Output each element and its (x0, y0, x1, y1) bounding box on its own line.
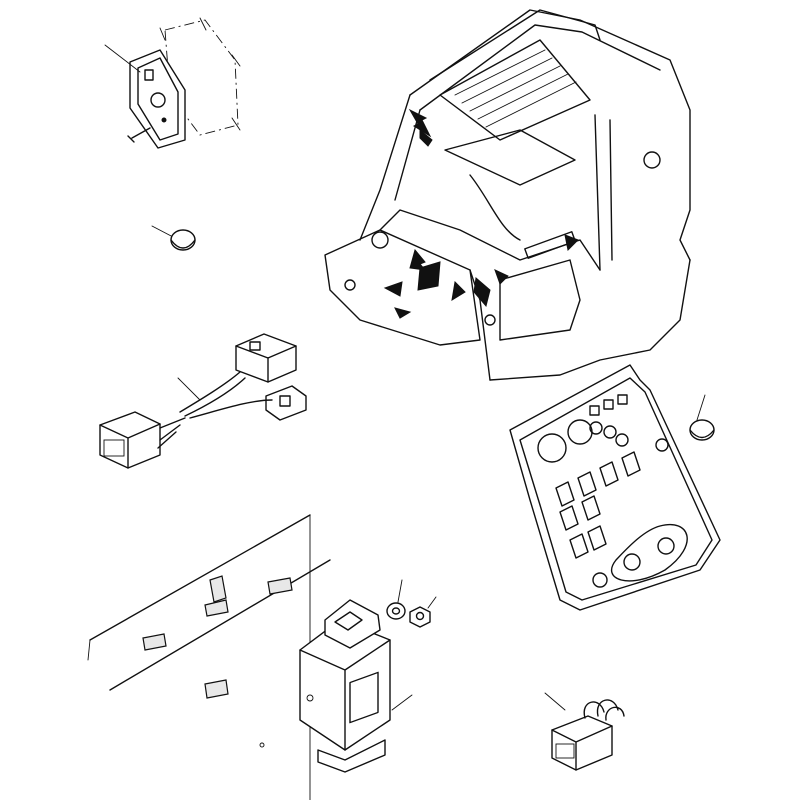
control-unit-part (299, 599, 413, 773)
stud (142, 575, 293, 699)
switch-panel-part (509, 364, 721, 611)
leader-line (104, 44, 141, 73)
panel-cap-part (689, 394, 715, 441)
round-plug-part (151, 225, 196, 251)
mounting-plate (87, 514, 331, 800)
wiring-harness-part (99, 333, 307, 469)
relay-connector-part (544, 692, 625, 771)
switch-bracket-assembly (104, 17, 241, 149)
cab-frame-part (324, 9, 691, 381)
leader-line (391, 694, 413, 711)
spacer-part (386, 579, 406, 620)
nut-part (409, 596, 437, 628)
